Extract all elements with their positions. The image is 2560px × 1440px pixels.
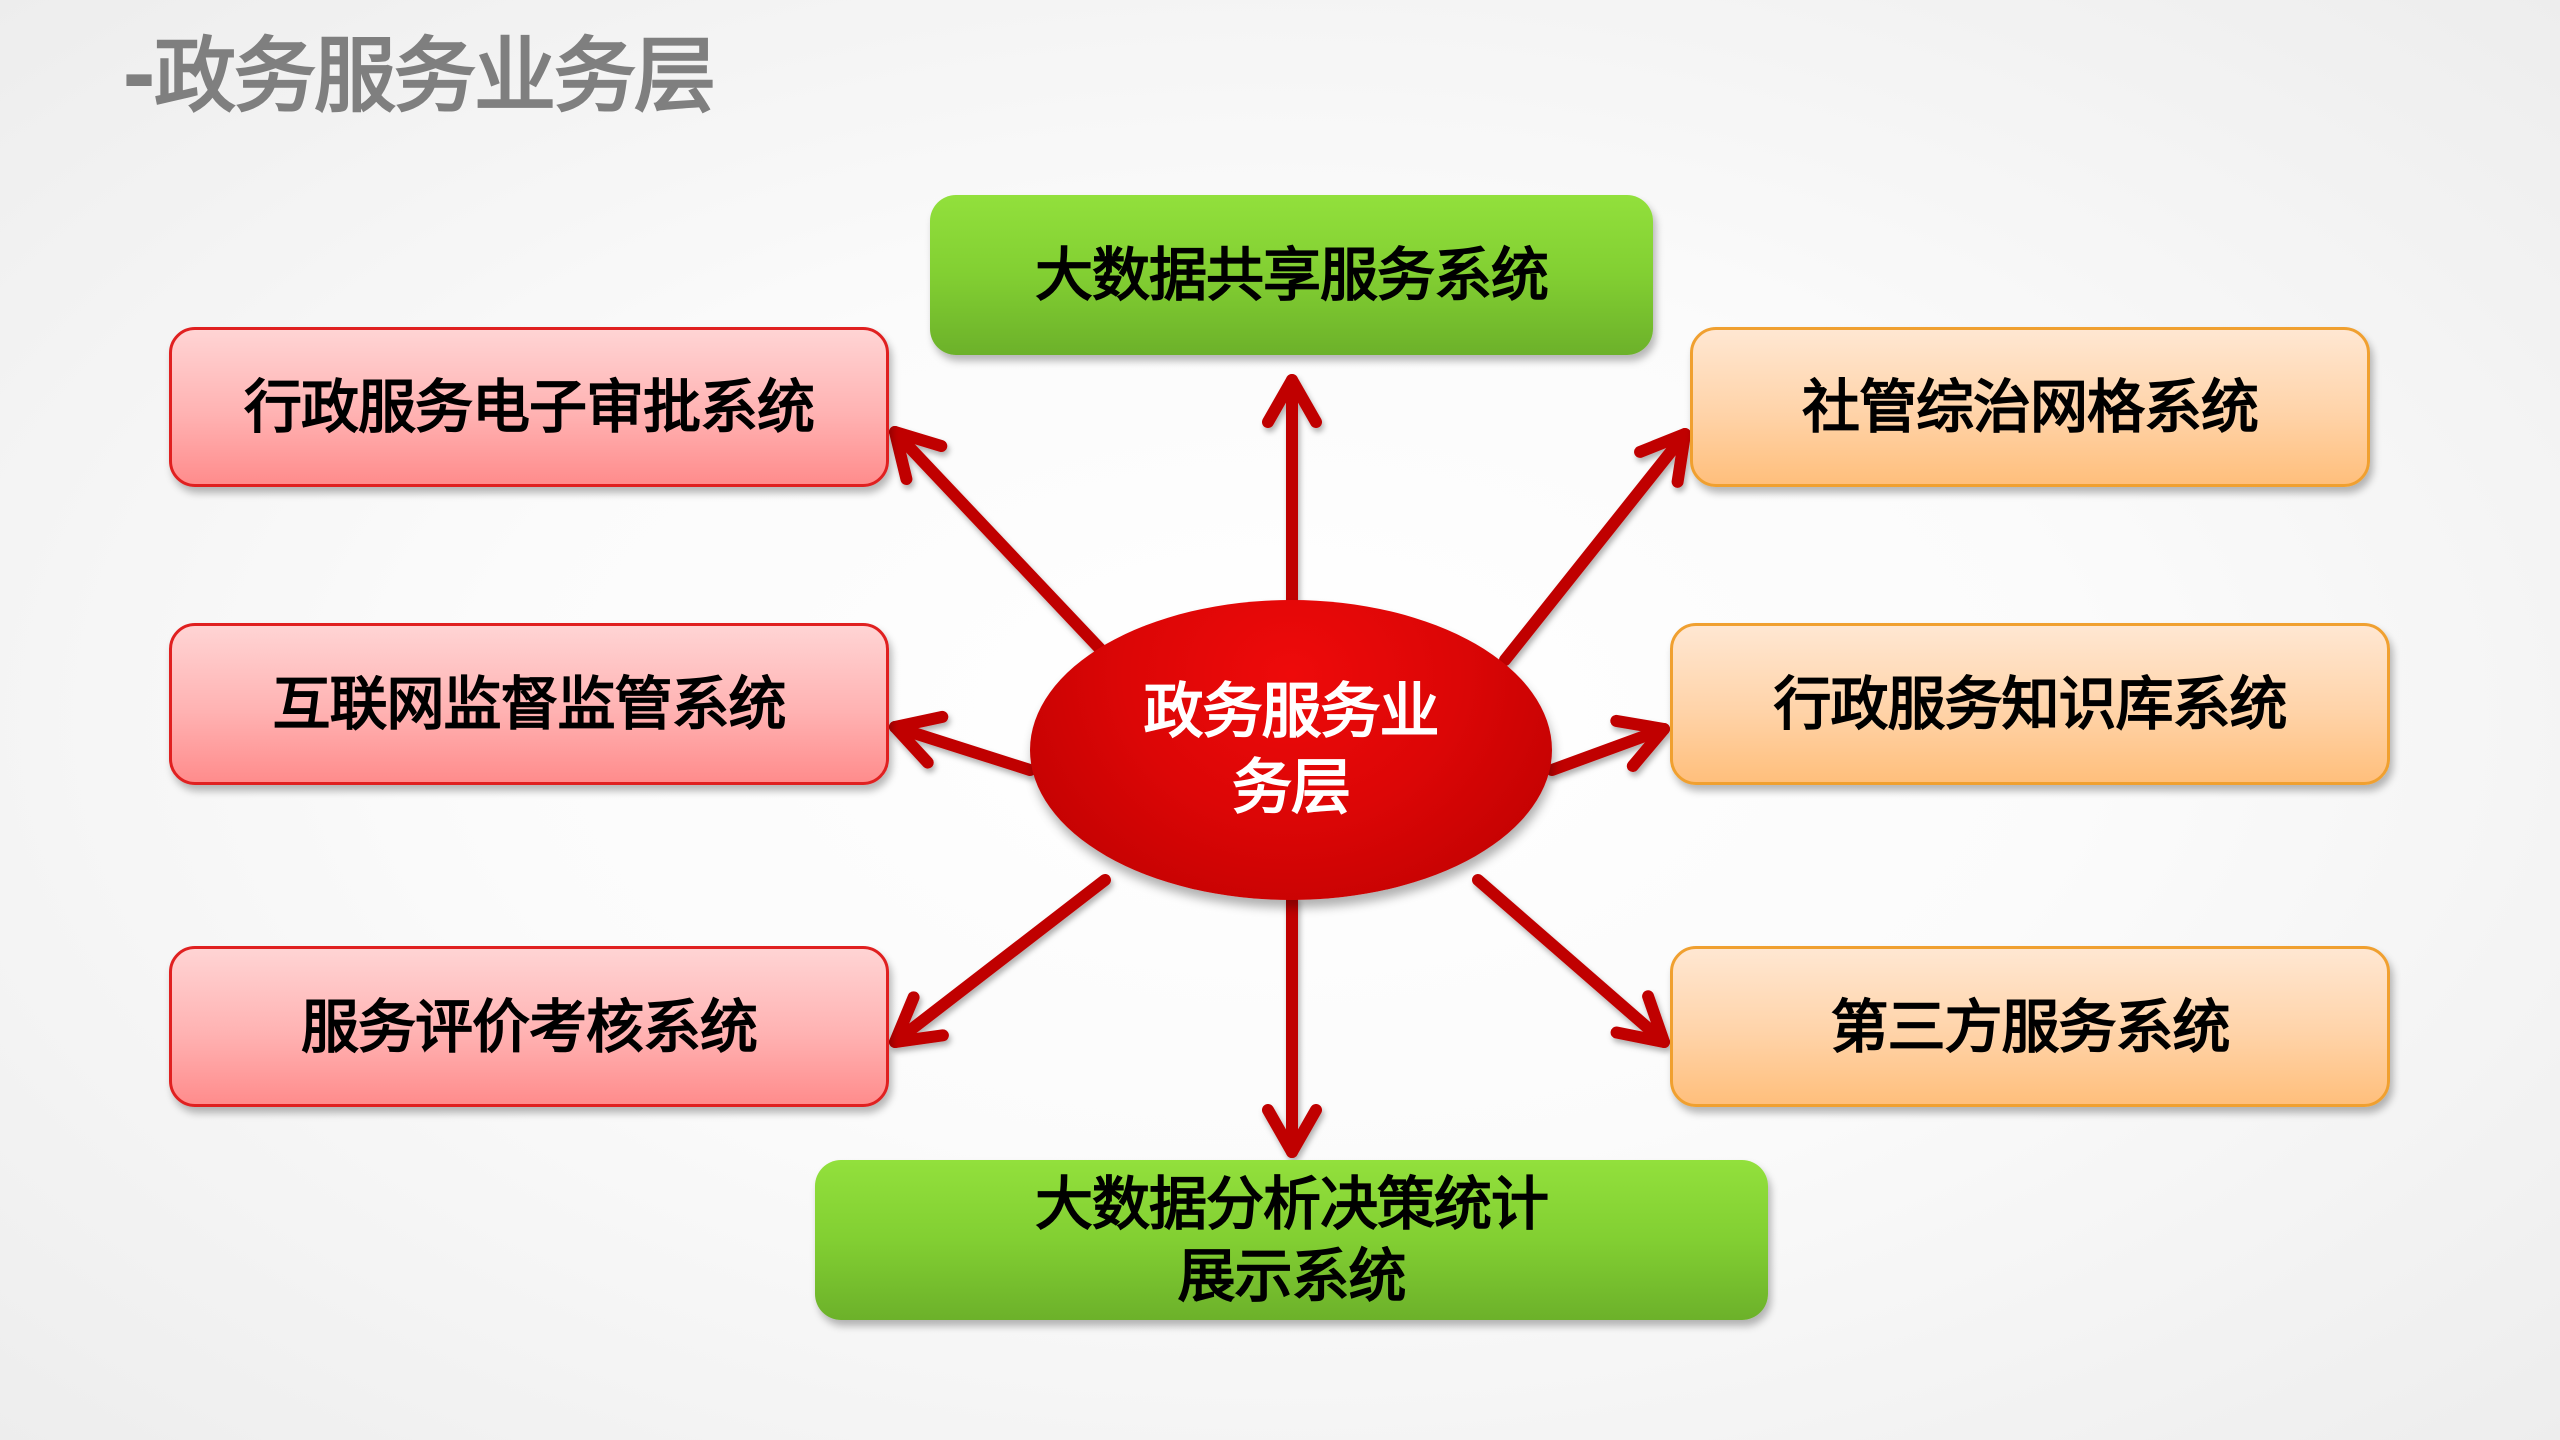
big-data-sharing-service-box: 大数据共享服务系统 [930,195,1653,355]
arrow-mid-left [889,710,1036,776]
big-data-analytics-box: 大数据分析决策统计 展示系统 [815,1160,1768,1320]
grid-management-system-label: 社管综治网格系统 [1801,373,2259,441]
grid-management-system-box: 社管综治网格系统 [1690,327,2370,487]
arrow-lower-left [889,874,1111,1048]
slide-title: -政务服务业务层 [122,29,716,124]
central-node-ellipse: 政务服务业 务层 [1030,600,1552,900]
arrow-mid-right [1546,714,1670,776]
arrow-upper-right [1499,428,1691,666]
knowledge-base-system-box: 行政服务知识库系统 [1670,623,2390,785]
big-data-analytics-label-line2: 展示系统 [1177,1242,1406,1310]
big-data-sharing-service-label: 大数据共享服务系统 [1034,241,1549,309]
third-party-service-system-label: 第三方服务系统 [1830,992,2230,1061]
service-evaluation-system-box: 服务评价考核系统 [169,946,889,1107]
arrow-lower-right [1472,874,1670,1048]
internet-supervision-system-box: 互联网监督监管系统 [169,623,889,785]
e-approval-system-label: 行政服务电子审批系统 [243,373,815,441]
big-data-analytics-label-line1: 大数据分析决策统计 [1034,1170,1549,1238]
service-evaluation-system-label: 服务评价考核系统 [300,992,758,1061]
central-node-label-line2: 务层 [1232,753,1351,823]
third-party-service-system-box: 第三方服务系统 [1670,946,2390,1107]
knowledge-base-system-label: 行政服务知识库系统 [1773,670,2287,738]
e-approval-system-box: 行政服务电子审批系统 [169,327,889,487]
internet-supervision-system-label: 互联网监督监管系统 [272,670,786,738]
central-node-label-line1: 政务服务业 [1143,677,1440,747]
arrow-upper-left [889,426,1109,658]
